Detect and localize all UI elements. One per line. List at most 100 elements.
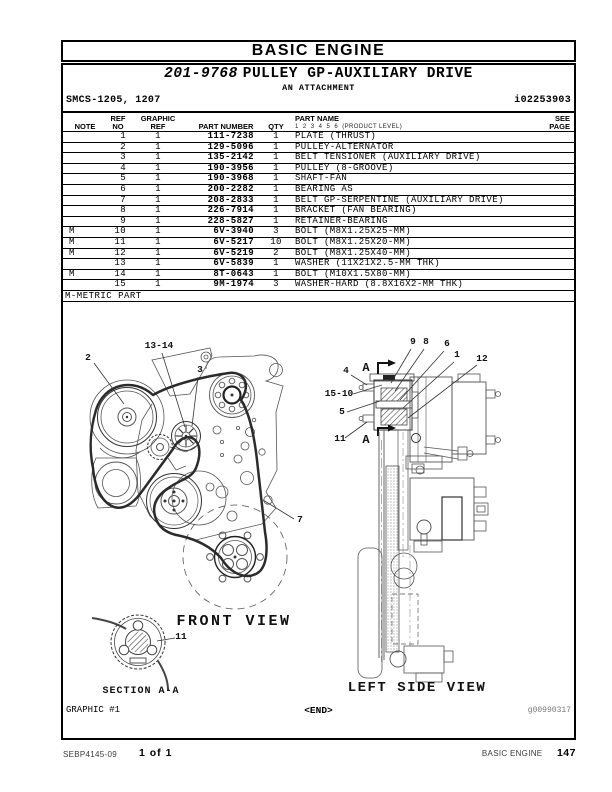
cell-ref-no: 9 — [120, 216, 126, 226]
leader-line — [402, 361, 455, 409]
leader-line — [399, 350, 445, 401]
plate-holes — [205, 417, 273, 505]
smcs-code: SMCS-1205, 1207 — [66, 95, 161, 106]
cell-qty: 1 — [273, 184, 279, 194]
side-machinery — [389, 429, 489, 683]
cell-see-page — [539, 185, 574, 195]
section-letter: A — [362, 361, 370, 375]
graphic-label: GRAPHIC #1 — [66, 705, 121, 715]
page-footer: SEBP4145-09 1 of 1 BASIC ENGINE 147 — [61, 747, 576, 761]
cell-graphic-ref: 1 — [155, 174, 161, 184]
cell-note — [63, 217, 107, 227]
cell-note — [63, 185, 107, 195]
cell-part-number: 111-7238 — [207, 132, 254, 141]
cell-note — [63, 143, 107, 153]
callout-label: 15-10 — [325, 388, 354, 399]
callout-label: 9 — [410, 336, 416, 347]
cell-part-name: BELT GP-SERPENTINE (AUXILIARY DRIVE) — [295, 195, 504, 205]
cell-see-page — [539, 238, 574, 248]
cell-ref-no: 1 — [120, 132, 126, 141]
cell-qty: 3 — [273, 280, 279, 290]
cell-part-number: 8T-0643 — [213, 269, 254, 279]
front-view-drawing — [89, 347, 288, 610]
cell-note — [63, 132, 107, 142]
cell-qty: 1 — [273, 142, 279, 152]
cell-graphic-ref: 1 — [155, 142, 161, 152]
cell-ref-no: 10 — [114, 227, 126, 237]
graphic-footer: GRAPHIC #1 <END> g00990317 — [63, 705, 574, 716]
callout-label: 1 — [454, 349, 460, 360]
alternator-pulley — [89, 347, 213, 459]
callout-label: 7 — [297, 514, 303, 525]
callout-label: 4 — [343, 365, 349, 376]
section-title: BASIC ENGINE — [251, 42, 386, 59]
view-label: LEFT SIDE VIEW — [348, 680, 487, 696]
cell-note: M — [69, 237, 75, 247]
cell-part-number: 190-3968 — [207, 174, 254, 184]
header-part-number: PART NUMBER — [198, 122, 254, 131]
cell-qty: 2 — [273, 248, 279, 258]
graphic-id: g00990317 — [527, 706, 571, 715]
leader-line — [161, 352, 186, 428]
crank-pulley — [182, 504, 288, 610]
cell-part-name: WASHER (11X21X2.5-MM THK) — [295, 259, 441, 269]
cell-see-page — [539, 153, 574, 163]
leader-line — [262, 499, 295, 520]
cell-graphic-ref: 1 — [155, 237, 161, 247]
cell-part-name: PLATE (THRUST) — [295, 132, 377, 141]
view-label: FRONT VIEW — [176, 613, 291, 630]
cell-graphic-ref: 1 — [155, 248, 161, 258]
cell-part-name: BOLT (M8X1.25X25-MM) — [295, 227, 412, 237]
cell-qty: 1 — [273, 259, 279, 269]
cell-part-name: WASHER-HARD (8.8X16X2-MM THK) — [295, 280, 464, 290]
cell-note — [63, 206, 107, 216]
cell-see-page — [539, 270, 574, 280]
cell-graphic-ref: 1 — [155, 227, 161, 237]
assembly-part-number: 201-9768 — [164, 66, 238, 82]
leader-line — [390, 348, 412, 384]
leader-line — [407, 364, 478, 419]
leader-line — [350, 374, 368, 386]
cell-part-name: BEARING AS — [295, 184, 354, 194]
engine-plate-outline — [135, 354, 284, 541]
cell-ref-no: 15 — [114, 280, 126, 290]
cell-graphic-ref: 1 — [155, 195, 161, 205]
callout-label: 11 — [334, 433, 346, 444]
section-letter: A — [362, 433, 370, 447]
leader-line — [394, 348, 425, 392]
callout-label: 13-14 — [145, 340, 174, 351]
cell-see-page — [539, 259, 574, 269]
cell-see-page — [539, 164, 574, 174]
cell-ref-no: 11 — [114, 237, 126, 247]
cell-qty: 3 — [273, 227, 279, 237]
footer-page-number: 147 — [556, 747, 576, 759]
cell-note — [63, 196, 107, 206]
cell-see-page — [539, 206, 574, 216]
cell-part-number: 6V-5217 — [213, 237, 254, 247]
leader-line — [156, 637, 176, 642]
leader-line — [93, 362, 125, 405]
cell-part-name: RETAINER-BEARING — [295, 216, 388, 226]
cell-qty: 1 — [273, 153, 279, 163]
cell-see-page — [539, 132, 574, 142]
cell-note — [63, 174, 107, 184]
fan-shaft-section — [358, 373, 419, 431]
cell-ref-no: 2 — [120, 142, 126, 152]
cell-see-page — [539, 143, 574, 153]
assembly-name: PULLEY GP-AUXILIARY DRIVE — [242, 66, 473, 82]
cell-part-number: 200-2282 — [207, 184, 254, 194]
cell-graphic-ref: 1 — [155, 184, 161, 194]
meta-row: SMCS-1205, 1207 i02253903 — [63, 95, 574, 106]
cell-part-number: 6V-5839 — [213, 259, 254, 269]
cell-note: M — [69, 227, 75, 237]
